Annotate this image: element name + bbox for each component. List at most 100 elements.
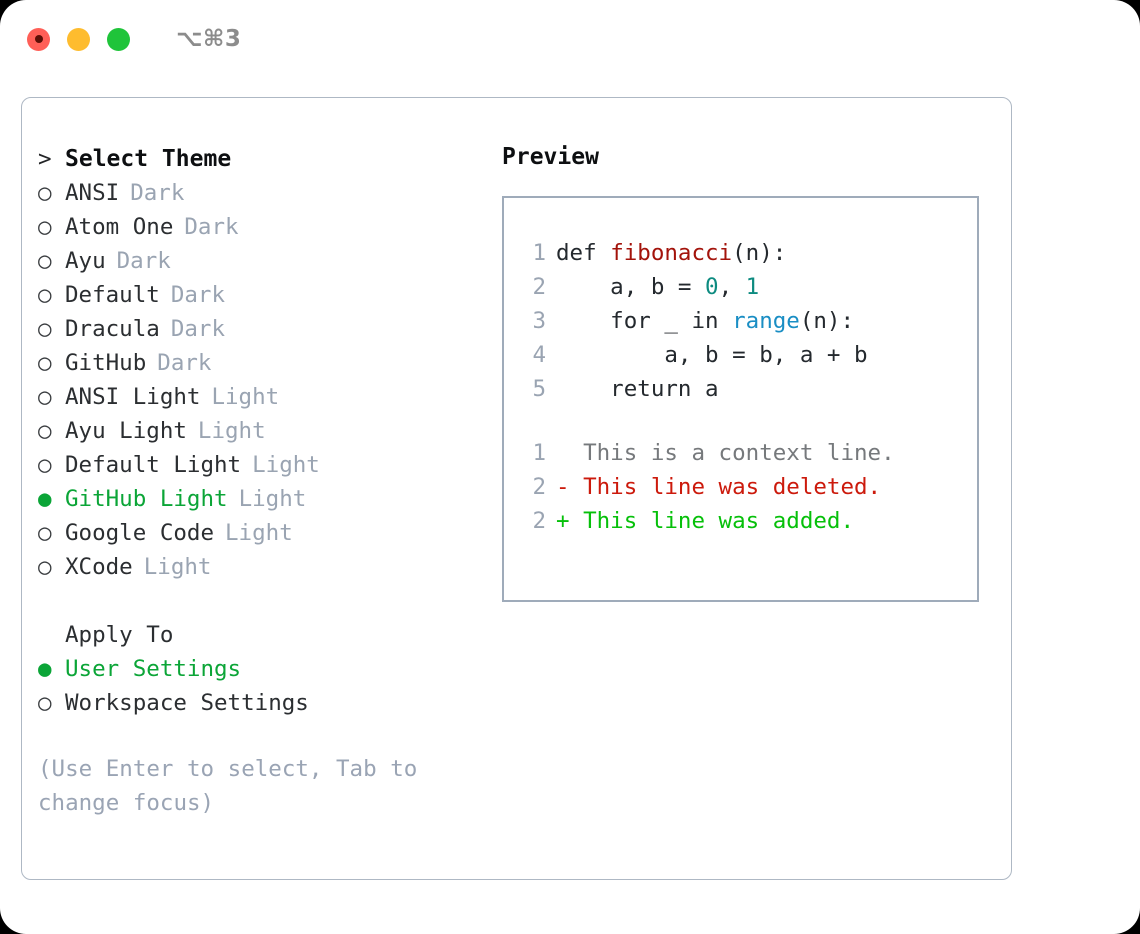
main-panel: > Select Theme ○ ANSI Dark ○ Atom One Da… [21,97,1012,880]
radio-unselected-icon[interactable]: ○ [38,384,52,410]
theme-name: Atom One [65,214,174,240]
diff-content: This line was added. [569,508,855,534]
theme-option-atom-one[interactable]: ○ Atom One Dark [38,210,468,244]
window-controls [27,27,130,51]
diff-content: This is a context line. [569,440,895,466]
apply-to-option-user-settings[interactable]: ● User Settings [38,652,468,686]
preview-box: 1 def fibonacci(n): 2 a, b = 0, 1 3 for … [502,196,979,602]
line-number: 2 [532,508,546,534]
theme-tag: Dark [170,316,226,342]
code-token: for _ in [556,308,733,334]
code-content: a, b = 0, 1 [556,270,759,304]
diff-line-context: 1 This is a context line. [504,436,977,470]
code-line: 3 for _ in range(n): [504,304,977,338]
radio-unselected-icon[interactable]: ○ [38,554,52,580]
theme-tag: Dark [116,248,171,274]
radio-unselected-icon[interactable]: ○ [38,214,52,240]
code-line: 1 def fibonacci(n): [504,236,977,270]
radio-unselected-icon[interactable]: ○ [38,520,52,546]
theme-option-default[interactable]: ○ Default Dark [38,278,468,312]
theme-name: Dracula [65,316,160,342]
minimize-button-icon[interactable] [67,27,90,51]
radio-unselected-icon[interactable]: ○ [38,180,52,206]
radio-unselected-icon[interactable]: ○ [38,248,52,274]
code-token: (n): [732,240,787,266]
close-button-icon[interactable] [27,27,50,51]
code-line: 5 return a [504,372,977,406]
apply-to-header: Apply To [38,618,468,652]
theme-option-ansi[interactable]: ○ ANSI Dark [38,176,468,210]
apply-to-option-workspace-settings[interactable]: ○ Workspace Settings [38,686,468,720]
maximize-button-icon[interactable] [107,27,130,51]
apply-to-option-label: User Settings [65,656,242,682]
code-token: return a [556,376,719,402]
theme-name: ANSI [65,180,120,206]
theme-name: Ayu [65,248,106,274]
theme-option-google-code[interactable]: ○ Google Code Light [38,516,468,550]
diff-sign [556,436,570,470]
theme-option-github-light[interactable]: ● GitHub Light Light [38,482,468,516]
code-content: return a [556,372,719,406]
line-number: 1 [532,240,546,266]
code-token: a, b = [556,274,706,300]
code-token: a, b = b, a + b [556,342,868,368]
theme-name: Google Code [65,520,215,546]
theme-name: Default [65,282,160,308]
diff-line-deleted: 2 - This line was deleted. [504,470,977,504]
theme-option-ayu[interactable]: ○ Ayu Dark [38,244,468,278]
theme-name: GitHub [65,350,147,376]
apply-to-title: Apply To [65,622,174,648]
theme-option-ayu-light[interactable]: ○ Ayu Light Light [38,414,468,448]
code-token-number: 1 [745,274,760,300]
theme-tag: Dark [130,180,185,206]
radio-unselected-icon[interactable]: ○ [38,690,52,716]
code-content: for _ in range(n): [556,304,854,338]
preview-column: Preview 1 def fibonacci(n): 2 a, b = 0, … [502,142,992,602]
theme-tag: Light [238,486,307,512]
select-theme-title: Select Theme [65,146,232,172]
radio-unselected-icon[interactable]: ○ [38,418,52,444]
radio-selected-icon[interactable]: ● [38,486,52,512]
theme-option-dracula[interactable]: ○ Dracula Dark [38,312,468,346]
radio-unselected-icon[interactable]: ○ [38,350,52,376]
theme-tag: Dark [184,214,239,240]
title-bar: ⌥⌘3 [0,0,1140,78]
code-token: , [718,274,746,300]
keyboard-shortcut-label: ⌥⌘3 [176,25,242,52]
radio-selected-icon[interactable]: ● [38,656,52,682]
diff-sign: + [556,508,570,534]
diff-separator [504,406,977,436]
theme-tag: Dark [157,350,212,376]
theme-name: Default Light [65,452,242,478]
theme-option-ansi-light[interactable]: ○ ANSI Light Light [38,380,468,414]
diff-line-added: 2 + This line was added. [504,504,977,538]
preview-title: Preview [502,144,599,170]
code-token-function: fibonacci [610,240,733,266]
line-number: 2 [532,474,546,500]
theme-option-xcode[interactable]: ○ XCode Light [38,550,468,584]
code-token: def [556,240,611,266]
theme-option-default-light[interactable]: ○ Default Light Light [38,448,468,482]
radio-unselected-icon[interactable]: ○ [38,316,52,342]
theme-selection-column: > Select Theme ○ ANSI Dark ○ Atom One Da… [38,142,468,820]
radio-unselected-icon[interactable]: ○ [38,282,52,308]
line-number: 5 [532,376,546,402]
panel-columns: > Select Theme ○ ANSI Dark ○ Atom One Da… [22,98,1011,879]
theme-option-github-dark[interactable]: ○ GitHub Dark [38,346,468,380]
theme-name: ANSI Light [65,384,201,410]
list-spacer [38,584,468,618]
theme-tag: Light [143,554,212,580]
theme-tag: Light [211,384,280,410]
prompt-caret-icon: > [38,146,52,172]
radio-unselected-icon[interactable]: ○ [38,452,52,478]
theme-tag: Light [252,452,320,478]
diff-content: This line was deleted. [569,474,882,500]
line-number: 2 [532,274,546,300]
code-token-number: 0 [705,274,719,300]
line-number: 1 [532,440,546,466]
theme-tag: Dark [170,282,226,308]
code-content: a, b = b, a + b [556,338,868,372]
code-line: 4 a, b = b, a + b [504,338,977,372]
code-content: def fibonacci(n): [556,236,786,270]
